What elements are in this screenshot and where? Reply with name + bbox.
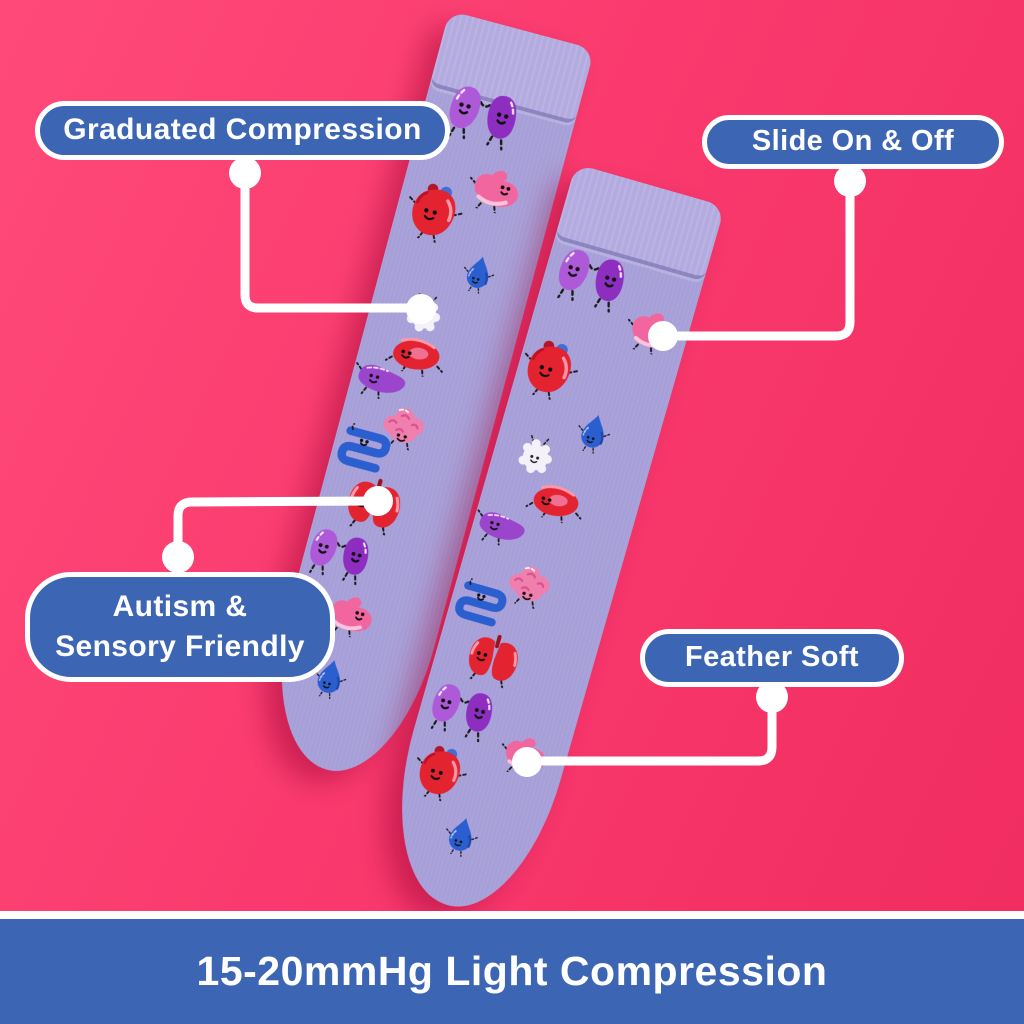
banner-divider: [0, 911, 1024, 919]
callout-graduated-compression: Graduated Compression: [35, 101, 450, 160]
drop-icon: [435, 809, 487, 861]
drop-icon: [454, 249, 503, 298]
callout-slide-on-off: Slide On & Off: [702, 115, 1004, 169]
drop-icon: [568, 406, 620, 458]
connector-dot: [162, 541, 194, 573]
connector-dot: [834, 165, 866, 197]
kidneys-icon: [437, 70, 530, 156]
heart-icon: [511, 329, 588, 406]
banner-label: 15-20mmHg Light Compression: [196, 948, 828, 994]
bottom-banner: 15-20mmHg Light Compression: [0, 919, 1024, 1024]
callout-label: Slide On & Off: [751, 125, 955, 158]
callout-feather-soft: Feather Soft: [640, 629, 904, 687]
heart-icon: [396, 172, 472, 248]
callout-label: Feather Soft: [685, 641, 859, 674]
callout-label-line2: Sensory Friendly: [55, 630, 305, 663]
stomach-icon: [492, 726, 560, 784]
heart-icon: [405, 735, 477, 807]
kidneys-icon: [546, 233, 637, 318]
stomach-icon: [618, 300, 690, 362]
callout-label-line1: Autism &: [112, 589, 248, 623]
connector-dot: [229, 157, 261, 189]
callout-autism-sensory-friendly: Autism & Sensory Friendly: [25, 572, 335, 682]
callout-label: Graduated Compression: [63, 113, 422, 147]
